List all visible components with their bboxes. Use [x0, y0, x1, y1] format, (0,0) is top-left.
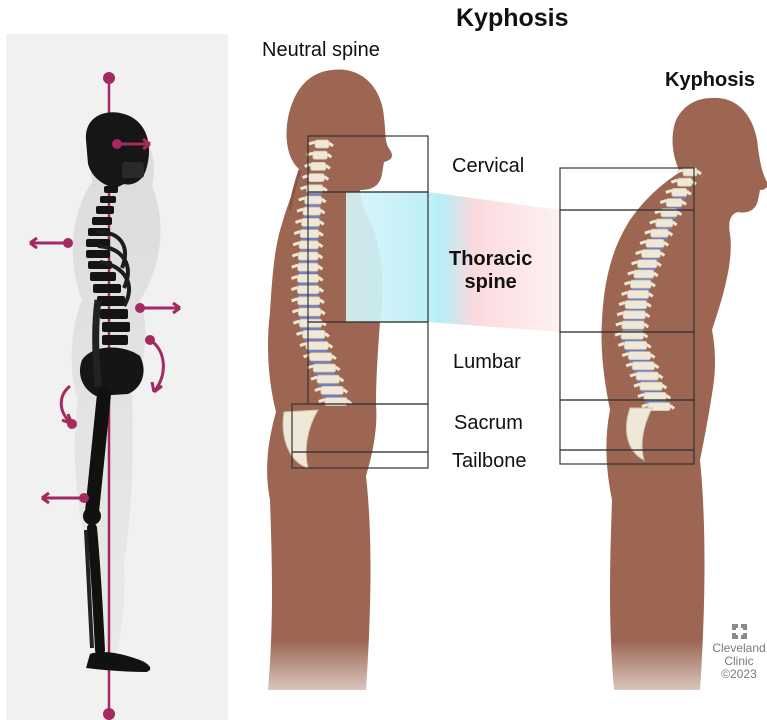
vertebra	[646, 239, 664, 247]
vertebra	[666, 199, 682, 207]
vertebra	[310, 353, 332, 361]
vertebra	[638, 260, 657, 268]
vertebra	[632, 362, 654, 370]
vertebra	[315, 140, 329, 148]
plumb-top-dot	[103, 72, 115, 84]
vertebra	[301, 218, 319, 226]
vertebra	[677, 178, 692, 186]
vertebra	[321, 386, 343, 394]
vertebra	[628, 290, 649, 298]
vertebra	[303, 330, 325, 338]
vertebra	[656, 219, 673, 227]
vertebra	[313, 151, 328, 159]
pelvis	[80, 347, 144, 396]
vertebra	[300, 230, 319, 238]
vertebra	[640, 382, 662, 390]
humerus	[96, 300, 98, 386]
vertebra	[628, 352, 650, 360]
plumb-bottom-dot	[103, 708, 115, 720]
vertebra	[683, 168, 697, 176]
vertebra	[672, 188, 687, 196]
vertebra	[298, 297, 320, 305]
region-label-thoracic-line1: Thoracic	[449, 248, 532, 271]
jaw	[122, 162, 144, 178]
vertebra	[636, 372, 658, 380]
vertebra	[642, 250, 661, 258]
kyphosis-body	[601, 98, 767, 690]
brand-copyright: ©2023	[704, 668, 767, 681]
vertebra	[623, 311, 645, 319]
vertebra	[625, 301, 647, 309]
neutral-spine-label: Neutral spine	[262, 39, 380, 62]
region-label-cervical: Cervical	[452, 155, 524, 178]
diagram-title: Kyphosis	[456, 4, 569, 33]
kyphosis-figure-label: Kyphosis	[665, 69, 755, 92]
vertebra	[630, 280, 651, 288]
vertebra	[305, 196, 322, 204]
vertebra	[622, 321, 644, 329]
neutral-figure	[267, 69, 398, 720]
vertebra	[317, 375, 339, 383]
vertebra	[299, 319, 321, 327]
vertebra	[311, 162, 326, 170]
vertebra	[644, 392, 666, 400]
region-label-lumbar: Lumbar	[453, 351, 521, 374]
vertebra	[298, 308, 320, 316]
vertebra	[313, 364, 335, 372]
region-label-tailbone: Tailbone	[452, 450, 527, 473]
brand-credit: Cleveland Clinic ©2023	[704, 622, 767, 681]
vertebra	[306, 342, 328, 350]
posture-panel	[6, 34, 228, 720]
vertebra	[624, 341, 646, 349]
region-label-sacrum: Sacrum	[454, 412, 523, 435]
vertebra	[634, 270, 654, 278]
region-label-thoracic: Thoracic spine	[449, 248, 532, 294]
vertebra	[309, 174, 325, 182]
vertebra	[651, 229, 669, 237]
region-label-thoracic-line2: spine	[449, 271, 532, 294]
knee	[83, 507, 101, 525]
vertebra	[299, 241, 318, 249]
vertebra	[303, 207, 321, 215]
